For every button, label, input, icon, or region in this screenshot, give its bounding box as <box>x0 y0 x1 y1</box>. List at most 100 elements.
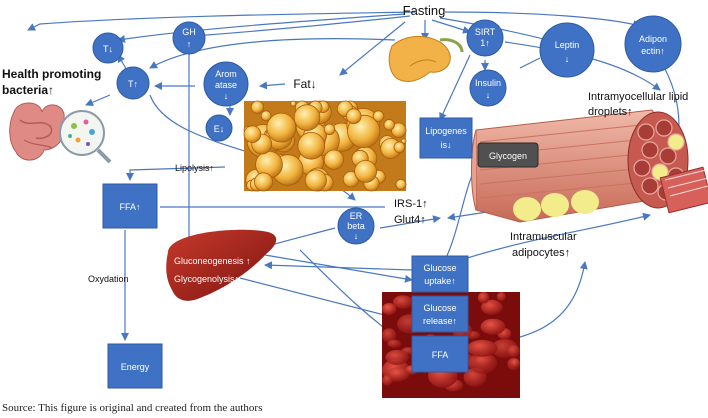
blood-cell <box>382 328 397 343</box>
svg-text:uptake↑: uptake↑ <box>424 276 456 286</box>
fat-cell <box>253 172 273 192</box>
svg-text:T↑: T↑ <box>128 79 138 89</box>
adiponectin-node: Adipon ectin↑ <box>624 15 682 73</box>
blood-cell <box>480 318 506 335</box>
svg-text:is↓: is↓ <box>441 140 452 150</box>
blood-cell <box>387 339 402 348</box>
fasting-label: Fasting <box>403 3 446 18</box>
svg-text:↓: ↓ <box>224 91 229 101</box>
muscle-bundle <box>633 159 651 177</box>
blood-cell <box>382 375 393 386</box>
health-bacteria-label-1: Health promoting <box>2 67 101 81</box>
fat-cell <box>293 104 321 131</box>
fat-cell <box>297 132 326 160</box>
fat-cell <box>260 110 272 122</box>
svg-text:Energy: Energy <box>121 362 150 372</box>
gluconeogenesis-label: Gluconeogenesis <box>174 256 244 266</box>
microbiome-image <box>59 110 112 164</box>
svg-text:ectin↑: ectin↑ <box>641 46 665 56</box>
fat-cell <box>266 112 297 143</box>
muscle-bundle <box>655 119 673 137</box>
fat-cell <box>250 100 264 114</box>
svg-text:beta: beta <box>347 221 365 231</box>
blood-cell <box>387 367 410 382</box>
energy-box: Energy <box>107 343 163 389</box>
leptin-node: Leptin ↓ <box>539 22 595 78</box>
glut4-label: Glut4↑ <box>394 214 426 226</box>
e-down-node: E↓ <box>205 114 233 142</box>
lipolysis-label: Lipolysis↑ <box>175 163 214 173</box>
t-down-node: T↓ <box>92 32 124 64</box>
fat-cell <box>391 122 407 138</box>
svg-text:↓: ↓ <box>486 90 491 100</box>
fat-cell <box>304 169 327 192</box>
svg-text:ER: ER <box>350 211 363 221</box>
intramuscular-label-1: Intramuscular <box>510 231 577 243</box>
ffa-blood-box: FFA <box>411 335 469 373</box>
svg-text:release↑: release↑ <box>423 316 457 326</box>
t-up-node: T↑ <box>116 66 150 100</box>
blood-cell <box>382 303 397 315</box>
svg-text:1↑: 1↑ <box>480 38 490 48</box>
svg-text:T↓: T↓ <box>103 44 113 54</box>
er-beta-node: ER beta ↓ <box>337 207 375 245</box>
svg-text:Lipogenes: Lipogenes <box>425 126 467 136</box>
blood-cell <box>507 344 520 358</box>
blood-cell <box>481 299 503 315</box>
fat-cell <box>393 141 406 154</box>
svg-text:E↓: E↓ <box>214 124 225 134</box>
fat-cell <box>243 125 262 143</box>
oxydation-label: Oxydation <box>88 274 129 284</box>
muscle-bundle <box>659 147 677 165</box>
intramyocellular-label-2: droplets↑ <box>588 106 633 118</box>
svg-text:Arom: Arom <box>215 69 237 79</box>
fat-cell <box>372 110 385 122</box>
muscle-fiber-image <box>471 109 708 223</box>
svg-text:↓: ↓ <box>354 231 359 241</box>
muscle-bundle <box>641 141 659 159</box>
fat-cell <box>323 149 344 170</box>
blood-cell <box>477 292 490 304</box>
muscle-bundle <box>641 177 659 195</box>
source-caption: Source: This figure is original and crea… <box>2 402 263 414</box>
muscle-bundle <box>651 163 669 181</box>
blood-cell <box>468 352 498 374</box>
muscle-bundle <box>667 133 685 151</box>
fat-cell <box>323 123 336 136</box>
fat-cell <box>401 138 407 144</box>
svg-text:Leptin: Leptin <box>555 40 580 50</box>
svg-text:Adipon: Adipon <box>639 34 667 44</box>
ffa-box: FFA↑ <box>102 183 158 229</box>
svg-text:atase: atase <box>215 80 237 90</box>
lipogenesis-box: Lipogenes is↓ <box>419 117 473 159</box>
fat-cell <box>345 108 362 124</box>
svg-text:GH: GH <box>182 27 196 37</box>
svg-text:FFA: FFA <box>432 350 449 360</box>
glucose-release-box: Glucose release↑ <box>411 295 469 333</box>
irs1-label: IRS-1↑ <box>394 198 428 210</box>
intramyocellular-label-1: Intramyocellular lipid <box>588 91 688 103</box>
gluconeogenesis-arrow: ↑ <box>246 256 251 266</box>
blood-cell <box>385 349 409 365</box>
glycogenolysis-label: Glycogenolysis↑ <box>174 274 239 284</box>
fat-cell <box>354 159 378 183</box>
svg-text:SIRT: SIRT <box>475 27 496 37</box>
intramuscular-label-2: adipocytes↑ <box>512 247 570 259</box>
intestine-image <box>9 102 67 161</box>
health-bacteria-label-2: bacteria↑ <box>2 83 54 97</box>
glucose-uptake-box: Glucose uptake↑ <box>411 255 469 293</box>
insulin-node: Insulin ↓ <box>469 69 507 107</box>
liver-image <box>166 229 277 301</box>
blood-cell <box>496 292 506 302</box>
blood-cell <box>467 339 498 357</box>
pancreas-image <box>388 35 464 83</box>
glycogen-box: Glycogen <box>477 142 539 168</box>
sirt1-node: SIRT 1↑ <box>466 19 504 57</box>
fat-label: Fat↓ <box>293 77 316 91</box>
aromatase-node: Arom atase ↓ <box>203 61 249 107</box>
gh-node: GH ↑ <box>172 21 206 55</box>
fat-cell <box>383 119 395 131</box>
muscle-bundle <box>637 123 655 141</box>
svg-text:Glucose: Glucose <box>423 263 456 273</box>
